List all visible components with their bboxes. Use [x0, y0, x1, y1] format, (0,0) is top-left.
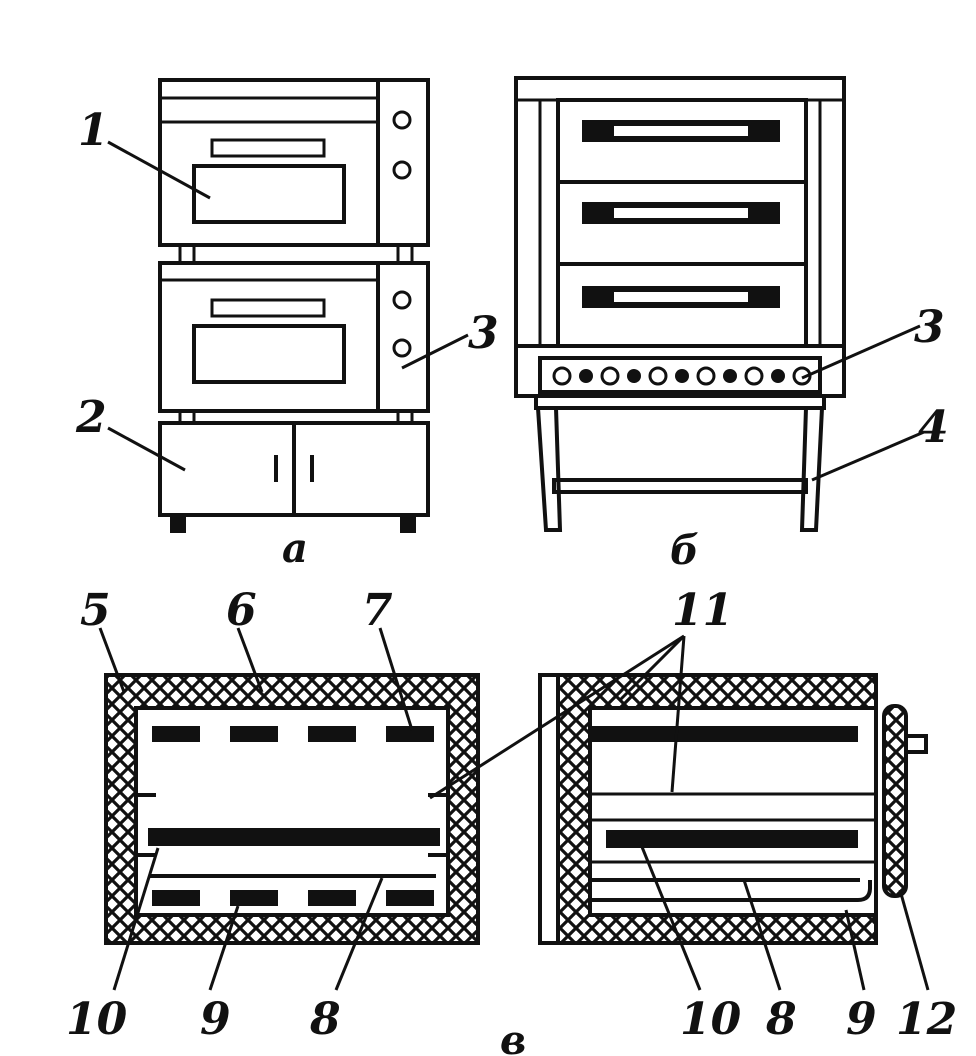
lower-knob-2	[392, 338, 412, 358]
stand-leg-left	[536, 407, 563, 532]
label-a-2: 2	[75, 392, 107, 443]
oven-a: 1 2 3 а	[75, 78, 499, 572]
label-a-3: 3	[468, 308, 499, 359]
lower-oven-body	[158, 261, 430, 413]
stand-leg-right	[799, 407, 824, 532]
door-panel	[538, 673, 560, 945]
label-c-6: 6	[226, 585, 257, 636]
control-panel	[538, 356, 822, 394]
lower-knob-1	[392, 290, 412, 310]
section-front: 5 6 7 10 9 8	[66, 585, 480, 1045]
bottom-heating-element	[592, 880, 872, 902]
label-c-9-left: 9	[200, 994, 231, 1045]
upper-oven-body	[158, 78, 430, 247]
oven-b: 3 4 б	[514, 76, 949, 574]
label-c-5: 5	[80, 585, 111, 636]
insulation-wall-right	[556, 673, 878, 945]
stand-crossbar	[552, 478, 808, 494]
label-c-12: 12	[896, 994, 957, 1045]
label-c-7: 7	[362, 585, 393, 636]
label-c-8-right: 8	[765, 994, 797, 1045]
upper-oven-window	[192, 164, 346, 224]
caption-b: б	[670, 527, 699, 574]
caption-c: в	[500, 1017, 526, 1056]
label-a-1: 1	[78, 105, 109, 156]
upper-oven-handle	[210, 138, 326, 158]
middle-heating-element	[148, 828, 440, 846]
label-b-4: 4	[918, 402, 949, 453]
upper-knob-1	[392, 110, 412, 130]
stand-top	[534, 394, 826, 410]
label-c-10-right: 10	[680, 994, 742, 1045]
label-c-10-left: 10	[66, 994, 128, 1045]
label-c-11: 11	[672, 585, 733, 636]
label-b-3: 3	[914, 302, 945, 353]
lower-oven-window	[192, 324, 346, 384]
deck-3-door	[556, 262, 808, 348]
control-box	[882, 704, 908, 898]
upper-knob-2	[392, 160, 412, 180]
caption-a: а	[282, 525, 308, 572]
control-knobs	[552, 366, 812, 386]
label-c-8-left: 8	[309, 994, 341, 1045]
lower-oven-handle	[210, 298, 326, 318]
section-side: 11 10 8 9 12	[429, 585, 957, 1045]
label-c-9-right: 9	[846, 994, 877, 1045]
insulation-wall-left	[104, 673, 480, 945]
